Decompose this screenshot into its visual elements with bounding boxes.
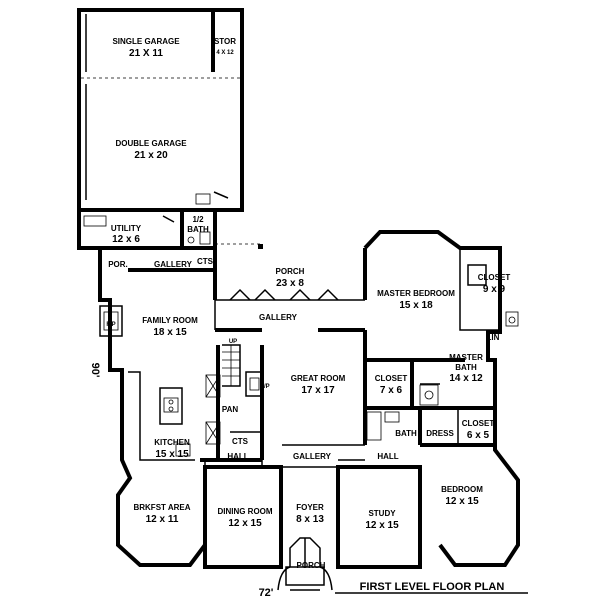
stairs-up-label: UP bbox=[229, 339, 237, 345]
master-bath-size: 14 x 12 bbox=[449, 373, 483, 384]
cts-top-label: CTS bbox=[197, 257, 214, 266]
great-room-label: GREAT ROOM bbox=[291, 374, 346, 383]
room-labels: SINGLE GARAGE 21 X 11 STOR 4 X 12 DOUBLE… bbox=[106, 37, 510, 570]
gallery-top-label: GALLERY bbox=[154, 260, 193, 269]
closet-master-label: CLOSET bbox=[478, 273, 511, 282]
stor-label: STOR bbox=[214, 37, 236, 46]
kitchen-label: KITCHEN bbox=[154, 438, 190, 447]
master-bedroom-label: MASTER BEDROOM bbox=[377, 289, 455, 298]
closet-b-label: CLOSET bbox=[462, 419, 495, 428]
utility-label: UTILITY bbox=[111, 224, 142, 233]
dining-room-size: 12 x 15 bbox=[228, 518, 262, 529]
main-walls bbox=[98, 246, 264, 567]
closet-master-size: 9 x 9 bbox=[483, 284, 506, 295]
half-bath-label: 1/2 bbox=[192, 215, 204, 224]
great-room-size: 17 x 17 bbox=[301, 385, 335, 396]
utility-size: 12 x 6 bbox=[112, 234, 140, 245]
family-room-size: 18 x 15 bbox=[153, 327, 187, 338]
double-garage-size: 21 x 20 bbox=[134, 150, 168, 161]
plan-annotations: 90' 72' FIRST LEVEL FLOOR PLAN bbox=[89, 363, 504, 599]
kitchen-size: 15 x 15 bbox=[155, 449, 189, 460]
foyer-size: 8 x 13 bbox=[296, 514, 324, 525]
single-garage-size: 21 X 11 bbox=[129, 48, 163, 59]
master-walls bbox=[363, 230, 520, 567]
bedroom-label: BEDROOM bbox=[441, 485, 483, 494]
double-garage-label: DOUBLE GARAGE bbox=[115, 139, 187, 148]
family-room-label: FAMILY ROOM bbox=[142, 316, 198, 325]
half-bath-label-2: BATH bbox=[187, 225, 209, 234]
dress-label: DRESS bbox=[426, 429, 454, 438]
pantry-label: PAN bbox=[222, 405, 239, 414]
closet-a-label: CLOSET bbox=[375, 374, 408, 383]
single-garage-label: SINGLE GARAGE bbox=[112, 37, 180, 46]
bath-label: BATH bbox=[395, 429, 417, 438]
porch-front-label: PORCH bbox=[297, 561, 326, 570]
lin-label: LIN bbox=[487, 333, 500, 342]
plan-title: FIRST LEVEL FLOOR PLAN bbox=[360, 581, 505, 593]
master-bedroom-size: 15 x 18 bbox=[399, 300, 433, 311]
por-label: POR. bbox=[108, 260, 128, 269]
closet-a-size: 7 x 6 bbox=[380, 385, 403, 396]
closet-b-size: 6 x 5 bbox=[467, 430, 490, 441]
master-bath-label: MASTER bbox=[449, 353, 483, 362]
depth-dimension: 90' bbox=[89, 363, 101, 378]
front-walls bbox=[203, 459, 422, 591]
study-size: 12 x 15 bbox=[365, 520, 399, 531]
width-dimension: 72' bbox=[259, 587, 274, 599]
gallery-low-label: GALLERY bbox=[293, 452, 332, 461]
master-bath-label-2: BATH bbox=[455, 363, 477, 372]
gallery-mid-label: GALLERY bbox=[259, 313, 298, 322]
porch-back-label: PORCH bbox=[276, 267, 305, 276]
breakfast-area-label: BRKFST AREA bbox=[133, 503, 190, 512]
dining-room-label: DINING ROOM bbox=[217, 507, 272, 516]
porch-back-size: 23 x 8 bbox=[276, 278, 304, 289]
breakfast-area-size: 12 x 11 bbox=[146, 514, 179, 525]
hall-right-label: HALL bbox=[377, 452, 398, 461]
fireplace-family-label: F/P bbox=[106, 322, 115, 328]
foyer-label: FOYER bbox=[296, 503, 324, 512]
cts-low-label: CTS bbox=[232, 437, 249, 446]
bedroom-size: 12 x 15 bbox=[445, 496, 479, 507]
study-label: STUDY bbox=[368, 509, 396, 518]
fireplace-great-label: F/P bbox=[260, 384, 269, 390]
stor-size: 4 X 12 bbox=[216, 50, 234, 56]
hall-left-label: HALL bbox=[227, 452, 248, 461]
